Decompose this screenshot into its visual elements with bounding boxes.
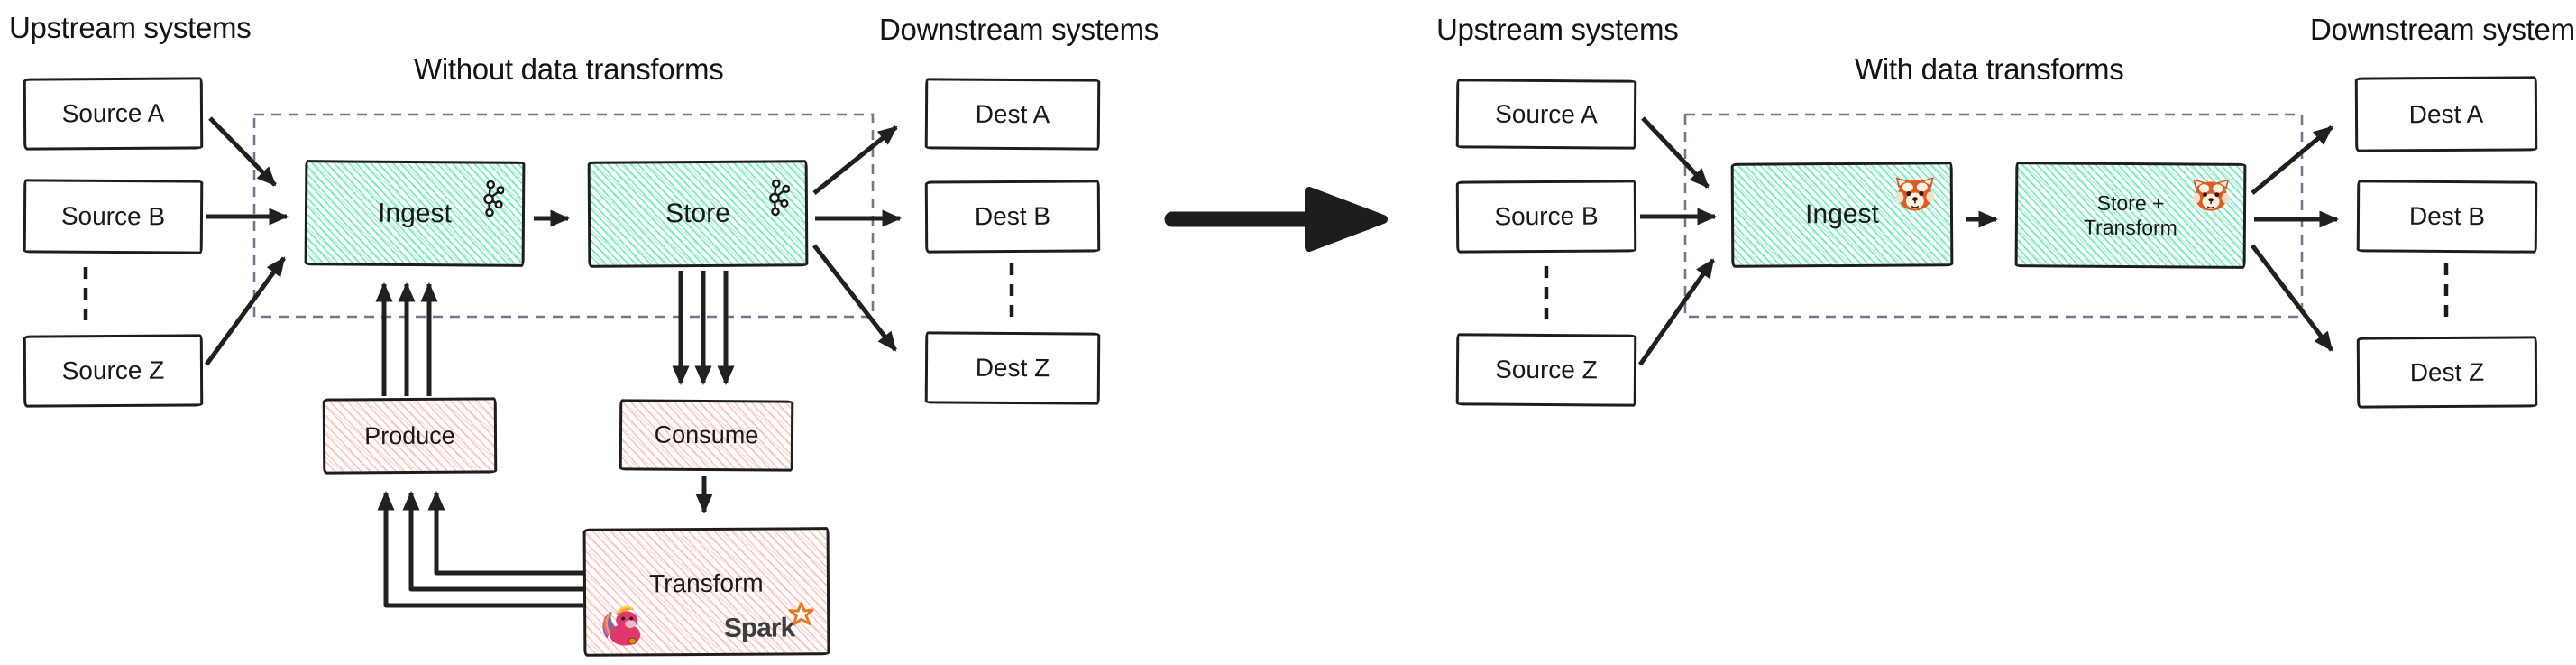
dest-label: Dest Z <box>975 353 1050 383</box>
source-box: Source A <box>23 77 204 151</box>
arrow-transform-produce-3 <box>427 491 583 576</box>
ingest-box: Ingest <box>304 160 526 267</box>
transform-label: Transform <box>649 568 764 598</box>
dest-label: Dest A <box>975 99 1050 128</box>
arrow-sourceZ-ingest <box>204 256 287 366</box>
arrow-transform-produce-1 <box>377 491 583 608</box>
dest-box: Dest B <box>924 180 1101 254</box>
pipeline-boundary-dashed-rects <box>252 113 2304 319</box>
flink-squirrel-icon <box>602 605 641 646</box>
ellipsis-dashed-connectors <box>83 263 2449 328</box>
source-box: Source A <box>1455 79 1637 150</box>
source-box: Source Z <box>1455 333 1637 407</box>
right-diagram-title: With data transforms <box>1855 52 2124 86</box>
consume-box: Consume <box>619 399 794 472</box>
left-boundary-rect <box>252 113 875 319</box>
arrow-r-store-destA <box>2251 125 2333 195</box>
transition-arrow <box>1164 187 1388 252</box>
store-box: Store <box>587 160 809 268</box>
store-transform-box: Store + Transform <box>2014 162 2247 269</box>
right-upstream-systems-label: Upstream systems <box>1436 13 1679 46</box>
left-diagram-title: Without data transforms <box>414 52 724 86</box>
flow-arrows <box>204 116 2339 608</box>
source-label: Source A <box>61 98 165 128</box>
store-label: Store <box>665 198 730 229</box>
source-label: Source A <box>1495 99 1598 128</box>
produce-label: Produce <box>364 421 455 449</box>
redpanda-icon <box>1895 177 1935 211</box>
spark-logo: Spark <box>723 602 815 643</box>
arrow-r-store-destZ <box>2251 244 2333 352</box>
dest-label: Dest B <box>974 201 1051 231</box>
transform-box: Transform Spark <box>582 527 830 657</box>
ingest-box: Ingest <box>1730 162 1954 268</box>
store-transform-label: Store + Transform <box>2083 190 2177 239</box>
dest-label: Dest B <box>2408 201 2486 231</box>
source-box: Source B <box>23 179 204 254</box>
consume-label: Consume <box>654 420 759 449</box>
kafka-icon <box>483 180 505 217</box>
right-downstream-systems-label: Downstream systems <box>2310 13 2576 46</box>
spark-star-icon <box>788 602 814 626</box>
kafka-icon <box>769 179 791 217</box>
ingest-label: Ingest <box>378 198 452 228</box>
arrow-sourceA-ingest <box>208 116 277 187</box>
left-downstream-systems-label: Downstream systems <box>879 13 1160 46</box>
source-box: Source Z <box>23 334 204 408</box>
source-label: Source B <box>1494 201 1599 231</box>
redpanda-icon <box>2192 179 2230 211</box>
dest-label: Dest A <box>2408 99 2484 128</box>
dest-label: Dest Z <box>2409 357 2485 386</box>
dest-box: Dest Z <box>924 331 1101 405</box>
right-boundary-rect <box>1683 113 2304 319</box>
dest-box: Dest Z <box>2356 336 2538 409</box>
left-upstream-systems-label: Upstream systems <box>9 11 252 44</box>
arrow-transform-produce-2 <box>402 491 583 592</box>
ingest-label: Ingest <box>1805 199 1879 230</box>
dest-box: Dest A <box>2354 76 2538 152</box>
source-label: Source Z <box>61 356 165 385</box>
arrow-store-destA <box>812 125 898 195</box>
arrow-r-sourceZ-ingest <box>1637 258 1716 366</box>
spark-wordmark: Spark <box>723 613 795 643</box>
dest-box: Dest A <box>924 78 1101 151</box>
source-box: Source B <box>1455 180 1637 254</box>
produce-box: Produce <box>322 397 498 475</box>
arrow-r-sourceA-ingest <box>1641 116 1710 189</box>
arrow-store-destZ <box>812 244 897 352</box>
dest-box: Dest B <box>2356 180 2538 254</box>
source-label: Source B <box>60 201 166 231</box>
source-label: Source Z <box>1495 355 1598 384</box>
